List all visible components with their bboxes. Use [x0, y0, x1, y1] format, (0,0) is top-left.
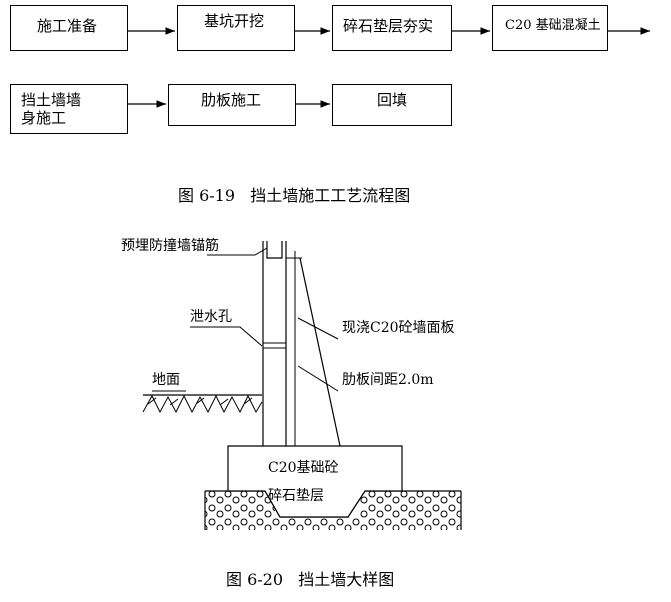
foundation-block [227, 445, 403, 518]
detail-caption: 图 6-20 挡土墙大样图 [226, 570, 395, 589]
panel-label: 现浇C20砼墙面板 [342, 320, 455, 336]
step-backfill: 回填 [332, 84, 452, 126]
anchor-bar [266, 241, 283, 259]
rib-leader [297, 365, 339, 392]
step-wall-body: 挡土墙墙 身施工 [10, 84, 128, 134]
ground-hatch [142, 394, 263, 414]
drain-hole-label: 泄水孔 [190, 309, 232, 325]
step-gravel-compaction: 碎石垫层夯实 [332, 5, 452, 51]
gravel-bedding-fill [205, 491, 461, 530]
rib-slab-sloped-edge [299, 257, 341, 447]
step-label: 挡土墙墙 身施工 [21, 91, 82, 127]
step-rib-slab: 肋板施工 [168, 84, 296, 126]
foundation-label: C20基础砼 [268, 459, 339, 476]
step-foundation-concrete: C20 基础混凝土 [492, 5, 608, 51]
gravel-label: 碎石垫层 [268, 488, 324, 504]
anchor-bar-label: 预埋防撞墙锚筋 [121, 237, 219, 254]
panel-leader [297, 317, 339, 340]
drain-leader [190, 326, 263, 347]
step-label: 施工准备 [37, 17, 98, 35]
step-excavation: 基坑开挖 [177, 5, 295, 51]
rib-spacing-label: 肋板间距2.0m [342, 372, 434, 388]
step-label: 基坑开挖 [204, 12, 265, 30]
flowchart-caption: 图 6-19 挡土墙施工工艺流程图 [178, 186, 411, 205]
anchor-leader [207, 247, 268, 256]
step-label: 肋板施工 [201, 91, 262, 109]
step-preparation: 施工准备 [10, 5, 128, 51]
ground-label: 地面 [152, 372, 180, 388]
step-label: C20 基础混凝土 [505, 18, 601, 33]
step-label: 碎石垫层夯实 [343, 17, 434, 35]
step-label: 回填 [377, 91, 408, 109]
